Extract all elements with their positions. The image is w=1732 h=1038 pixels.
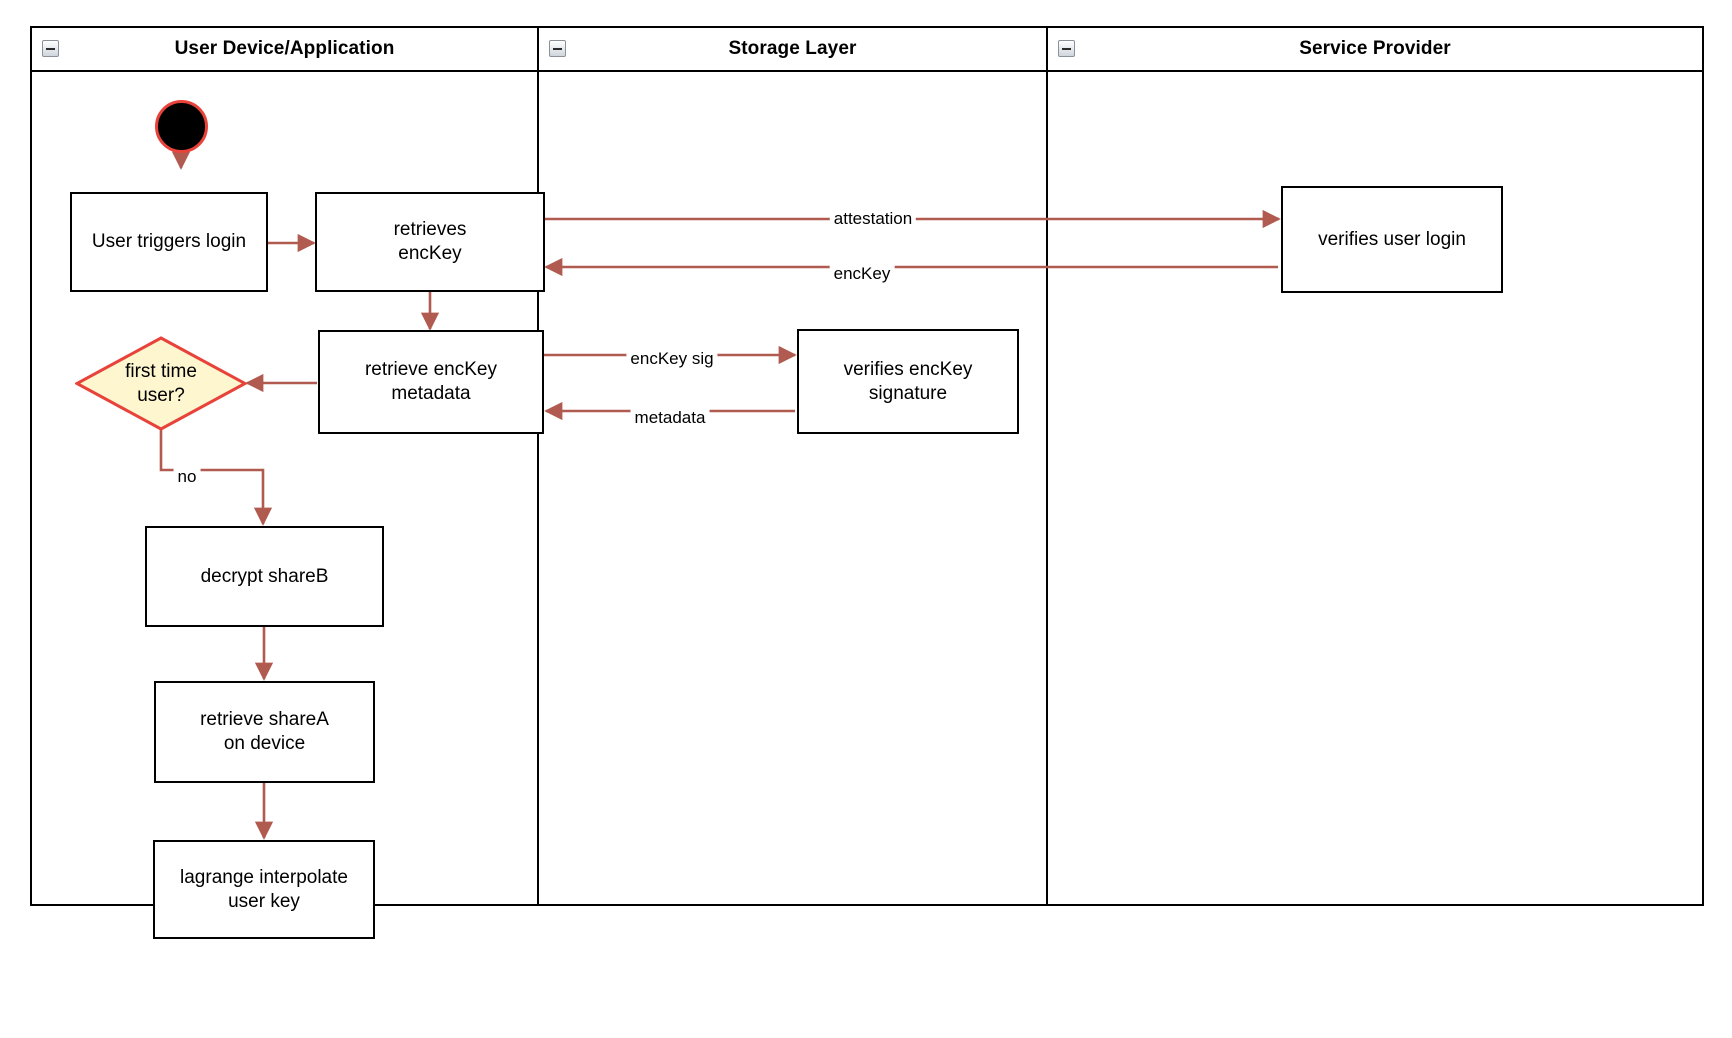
lane-header-user-device-application: User Device/Application: [32, 28, 537, 72]
start-node[interactable]: [155, 100, 208, 153]
node-user-triggers-login[interactable]: User triggers login: [70, 192, 268, 292]
node-retrieve-enckey-metadata[interactable]: retrieve encKey metadata: [318, 330, 544, 434]
node-verifies-user-login[interactable]: verifies user login: [1281, 186, 1503, 293]
decision-diamond-shape: [75, 336, 247, 431]
lane-title: Service Provider: [1299, 38, 1451, 59]
edge-label-enckey-sig: encKey sig: [626, 349, 718, 369]
lane-header-service-provider: Service Provider: [1048, 28, 1702, 72]
node-lagrange-interpolate-user-key[interactable]: lagrange interpolate user key: [153, 840, 375, 939]
node-verifies-enckey-signature[interactable]: verifies encKey signature: [797, 329, 1019, 434]
edge-label-metadata: metadata: [630, 408, 710, 428]
lane-header-storage-layer: Storage Layer: [539, 28, 1046, 72]
node-retrieves-enckey[interactable]: retrieves encKey: [315, 192, 545, 292]
node-decrypt-shareb[interactable]: decrypt shareB: [145, 526, 384, 627]
node-retrieve-sharea-on-device[interactable]: retrieve shareA on device: [154, 681, 375, 783]
collapse-minus-icon[interactable]: [42, 40, 59, 57]
lane-title: User Device/Application: [174, 38, 395, 59]
node-label: first time user?: [125, 360, 197, 406]
edge-label-attestation: attestation: [829, 209, 917, 229]
edge-label-enckey: encKey: [829, 264, 895, 284]
swimlane-pool: User Device/Application Storage Layer Se…: [30, 26, 1704, 906]
lane-title: Storage Layer: [728, 38, 857, 59]
collapse-minus-icon[interactable]: [549, 40, 566, 57]
node-first-time-user[interactable]: first time user?: [75, 336, 247, 431]
collapse-minus-icon[interactable]: [1058, 40, 1075, 57]
lane-service-provider[interactable]: Service Provider: [1046, 28, 1702, 904]
lane-storage-layer[interactable]: Storage Layer: [537, 28, 1046, 904]
lane-body-storage-layer: [539, 72, 1046, 904]
edge-label-no: no: [173, 467, 201, 487]
